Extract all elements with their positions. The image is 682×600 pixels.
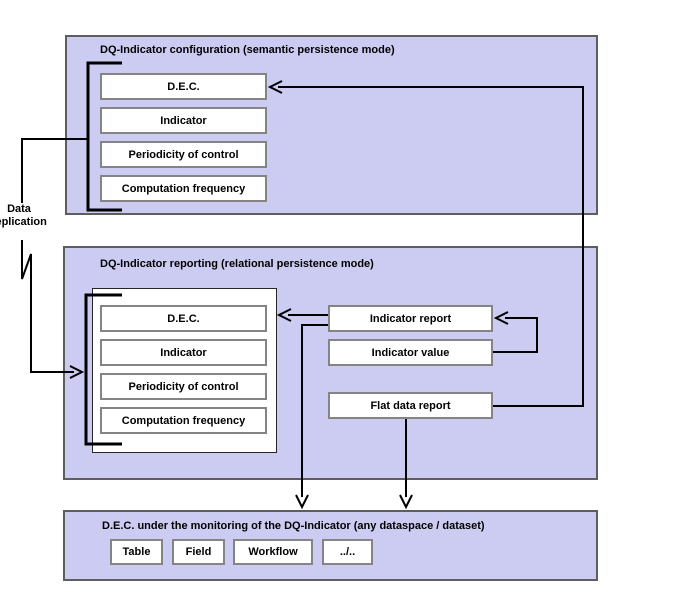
config-panel-title: DQ-Indicator configuration (semantic per… (100, 44, 395, 56)
monitoring-item-table: Table (110, 539, 163, 565)
reporting-item-dec: D.E.C. (100, 305, 267, 332)
config-item-indicator: Indicator (100, 107, 267, 134)
flat-data-report-box: Flat data report (328, 392, 493, 419)
config-item-dec: D.E.C. (100, 73, 267, 100)
data-replication-label-line2: replication (0, 216, 47, 228)
reporting-item-computation: Computation frequency (100, 407, 267, 434)
monitoring-panel-title: D.E.C. under the monitoring of the DQ-In… (102, 520, 485, 532)
monitoring-item-field: Field (172, 539, 225, 565)
reporting-item-periodicity: Periodicity of control (100, 373, 267, 400)
monitoring-item-other: ../.. (322, 539, 373, 565)
indicator-value-box: Indicator value (328, 339, 493, 366)
reporting-panel-title: DQ-Indicator reporting (relational persi… (100, 258, 374, 270)
indicator-report-box: Indicator report (328, 305, 493, 332)
data-replication-label-line1: Data (7, 203, 31, 215)
config-item-periodicity: Periodicity of control (100, 141, 267, 168)
monitoring-item-workflow: Workflow (233, 539, 313, 565)
config-item-computation: Computation frequency (100, 175, 267, 202)
reporting-item-indicator: Indicator (100, 339, 267, 366)
data-replication-label: Data replication (0, 203, 51, 229)
